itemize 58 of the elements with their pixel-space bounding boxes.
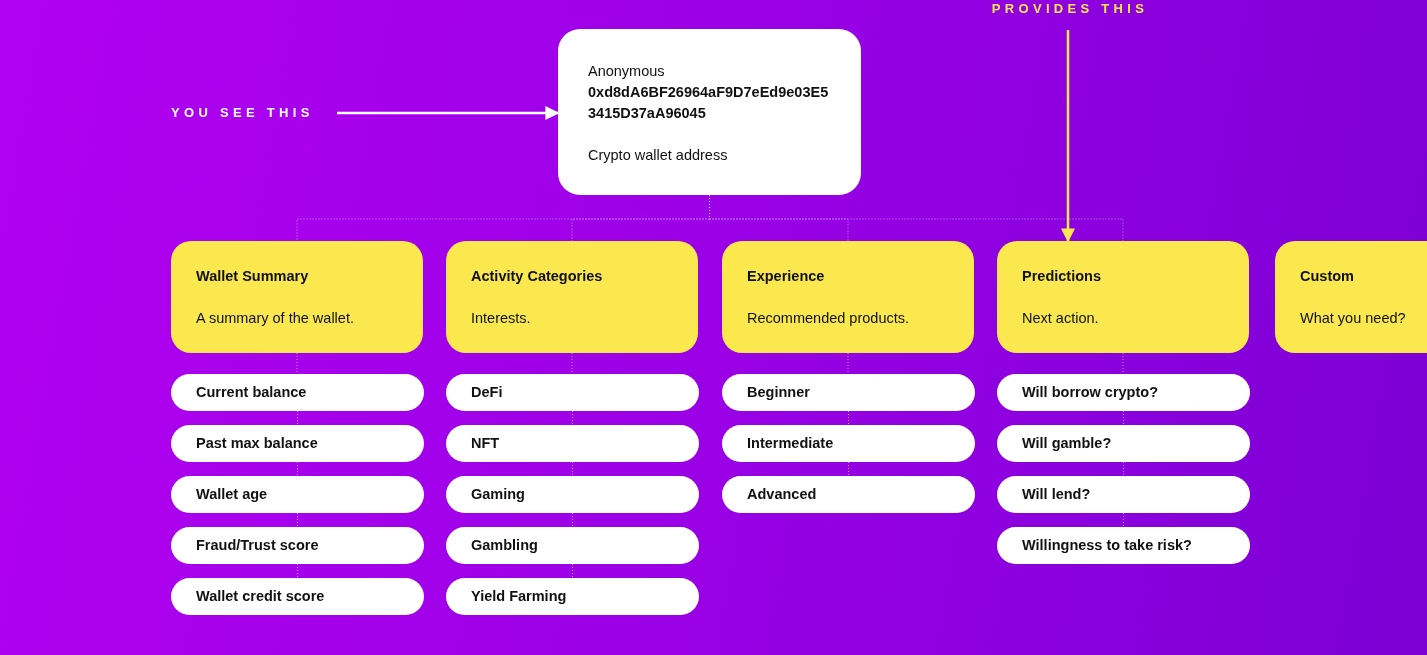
wallet-description: Crypto wallet address <box>588 146 729 165</box>
category-card <box>171 241 423 353</box>
card-description: Interests. <box>471 309 532 327</box>
attribute-pill: Will gamble? <box>997 425 1250 462</box>
connector-line <box>1123 410 1124 426</box>
connector-line <box>572 512 573 528</box>
connector-line <box>297 461 298 477</box>
card-heading: Activity Categories <box>471 267 604 285</box>
attribute-pill: Gaming <box>446 476 699 513</box>
category-card <box>446 241 698 353</box>
card-description: What you need? <box>1300 309 1407 327</box>
connector-line <box>297 563 298 579</box>
attribute-pill: Will borrow crypto? <box>997 374 1250 411</box>
connector-line <box>1122 352 1124 375</box>
attribute-pill: Willingness to take risk? <box>997 527 1250 564</box>
caption-text: PROVIDES THIS <box>990 0 1150 18</box>
connector-line <box>572 563 573 579</box>
wallet-address-card <box>558 29 861 195</box>
attribute-pill: Wallet credit score <box>171 578 424 615</box>
connector-line <box>572 410 573 426</box>
caption-text: YOU SEE THIS <box>171 104 311 122</box>
attribute-pill: Gambling <box>446 527 699 564</box>
card-heading: Experience <box>747 267 826 285</box>
connector-line <box>1123 512 1124 528</box>
connector-line <box>571 352 573 375</box>
category-card <box>997 241 1249 353</box>
connector-line <box>572 461 573 477</box>
attribute-pill: Beginner <box>722 374 975 411</box>
wallet-label: Anonymous <box>588 62 666 81</box>
attribute-pill: Advanced <box>722 476 975 513</box>
attribute-pill: Current balance <box>171 374 424 411</box>
card-description: Next action. <box>1022 309 1100 327</box>
attribute-pill: NFT <box>446 425 699 462</box>
category-card <box>1275 241 1427 353</box>
attribute-pill: Will lend? <box>997 476 1250 513</box>
connector-line <box>709 194 1124 242</box>
connector-line <box>847 352 849 375</box>
attribute-pill: Fraud/Trust score <box>171 527 424 564</box>
category-card <box>722 241 974 353</box>
card-description: A summary of the wallet. <box>196 309 355 327</box>
connector-line <box>848 410 849 426</box>
connector-line <box>297 410 298 426</box>
card-heading: Custom <box>1300 267 1355 285</box>
connector-line <box>296 352 298 375</box>
attribute-pill: Intermediate <box>722 425 975 462</box>
card-heading: Wallet Summary <box>196 267 310 285</box>
attribute-pill: Past max balance <box>171 425 424 462</box>
card-description: Recommended products. <box>747 309 910 327</box>
connector-line <box>1123 461 1124 477</box>
arrow <box>337 106 560 120</box>
attribute-pill: Yield Farming <box>446 578 699 615</box>
attribute-pill: DeFi <box>446 374 699 411</box>
connector-line <box>297 512 298 528</box>
card-heading: Predictions <box>1022 267 1102 285</box>
wallet-address: 0xd8dA6BF26964aF9D7eEd9e03E53415D37aA96045 <box>588 83 830 123</box>
arrow <box>1061 30 1075 243</box>
connector-line <box>848 461 849 477</box>
attribute-pill: Wallet age <box>171 476 424 513</box>
